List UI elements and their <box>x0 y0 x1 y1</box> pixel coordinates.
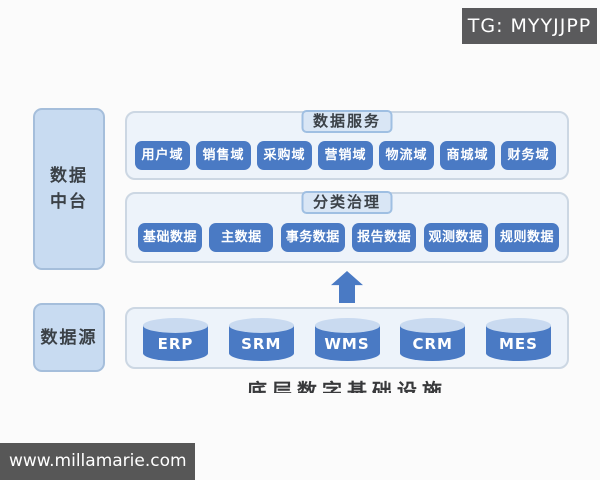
cylinder-top <box>143 318 208 333</box>
cylinder-label: WMS <box>324 335 370 353</box>
service-domain-logistics: 物流域 <box>379 141 434 170</box>
service-domain-user: 用户域 <box>135 141 190 170</box>
label-data-source: 数据源 <box>33 303 105 372</box>
services-button-row: 用户域 销售域 采购域 营销域 物流域 商城域 财务域 <box>135 141 556 170</box>
tg-badge: TG: MYYJJPP <box>462 8 597 44</box>
cylinder-label: MES <box>499 335 538 353</box>
governance-transaction-data: 事务数据 <box>280 223 345 252</box>
governance-rule-data: 规则数据 <box>494 223 559 252</box>
caption-text: 底层数字基础设施 <box>247 380 447 393</box>
cylinder-label: CRM <box>412 335 453 353</box>
service-domain-mall: 商城域 <box>440 141 495 170</box>
governance-panel: 分类治理 基础数据 主数据 事务数据 报告数据 观测数据 规则数据 <box>125 191 569 263</box>
cylinder-top <box>400 318 466 333</box>
governance-basic-data: 基础数据 <box>138 223 202 252</box>
cylinder-top <box>314 318 380 333</box>
database-cylinder-wms: WMS <box>314 318 380 362</box>
database-cylinder-crm: CRM <box>400 318 466 362</box>
cylinder-label: SRM <box>241 335 282 353</box>
service-domain-sales: 销售域 <box>196 141 251 170</box>
database-cylinder-erp: ERP <box>143 318 208 362</box>
governance-observation-data: 观测数据 <box>423 223 488 252</box>
datasource-cylinder-row: ERP SRM WMS CRM MES <box>143 318 551 362</box>
cylinder-top <box>486 318 551 333</box>
label-data-middle-platform: 数据 中台 <box>33 108 105 270</box>
service-domain-procurement: 采购域 <box>257 141 312 170</box>
cylinder-top <box>228 318 294 333</box>
database-cylinder-srm: SRM <box>228 318 294 362</box>
governance-master-data: 主数据 <box>209 223 274 252</box>
services-panel-header: 数据服务 <box>301 110 393 133</box>
clipped-caption: 底层数字基础设施 <box>125 380 569 393</box>
service-domain-marketing: 营销域 <box>318 141 373 170</box>
up-arrow-icon <box>331 271 363 303</box>
database-cylinder-mes: MES <box>486 318 551 362</box>
governance-panel-header: 分类治理 <box>301 191 393 214</box>
governance-button-row: 基础数据 主数据 事务数据 报告数据 观测数据 规则数据 <box>138 223 559 252</box>
cylinder-label: ERP <box>157 335 194 353</box>
watermark-bar: www.millamarie.com <box>0 443 195 480</box>
datasource-panel: ERP SRM WMS CRM MES <box>125 307 569 369</box>
services-panel: 数据服务 用户域 销售域 采购域 营销域 物流域 商城域 财务域 <box>125 110 569 180</box>
governance-report-data: 报告数据 <box>352 223 417 252</box>
service-domain-finance: 财务域 <box>501 141 556 170</box>
